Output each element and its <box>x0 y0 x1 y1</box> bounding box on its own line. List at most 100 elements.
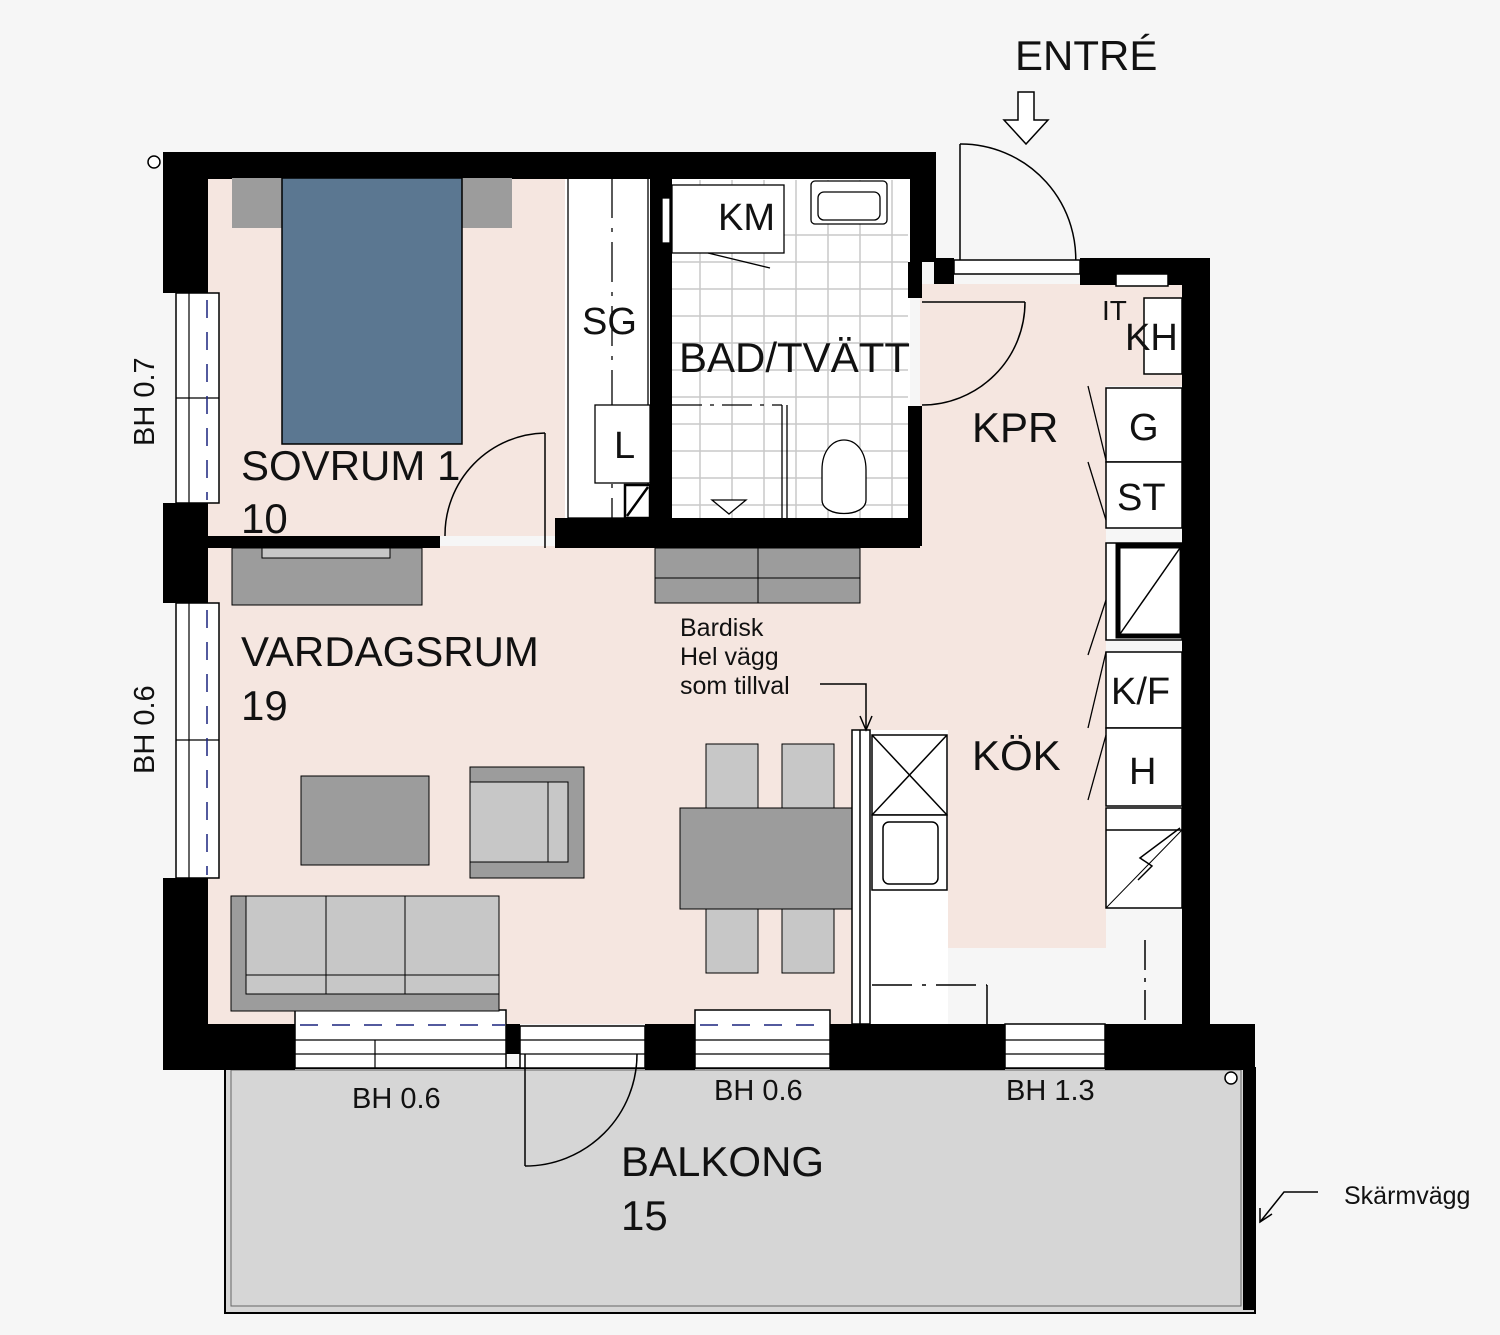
wall-bottom-2 <box>506 1024 520 1054</box>
g-label: G <box>1129 407 1159 449</box>
balcony-railing-inner <box>230 1069 1242 1307</box>
entrance-door-swing <box>959 143 1077 273</box>
corner-marker <box>1224 1071 1238 1085</box>
walls <box>163 152 1255 1070</box>
dining-chair-1 <box>705 743 759 810</box>
balcony-area: 15 <box>621 1192 668 1239</box>
screen-wall-label: Skärmvägg <box>1344 1182 1470 1210</box>
balcony-name: BALKONG <box>621 1138 824 1185</box>
window-mullions <box>176 293 1105 1068</box>
screen-wall-arrow <box>1259 1191 1318 1223</box>
km-label: KM <box>718 197 775 239</box>
wall-top <box>163 152 936 179</box>
kitchen-floor <box>850 284 1182 948</box>
kitchen-sink <box>871 814 948 891</box>
wall-bath-east <box>910 152 936 262</box>
bar-note-arrow <box>820 683 867 730</box>
wall-left-1 <box>163 152 208 293</box>
tv <box>261 547 391 559</box>
coffee-table <box>300 775 430 866</box>
bar-note-line3: som tillval <box>680 672 790 700</box>
entrance-arrow <box>1002 91 1050 146</box>
north-marker <box>147 155 161 169</box>
wall-left-2 <box>163 503 208 603</box>
it-label: IT <box>1102 295 1127 326</box>
kitchen-label: KÖK <box>972 732 1061 779</box>
wall-bath-east-lower <box>908 406 922 546</box>
nightstand-left <box>232 178 284 228</box>
door-balcony-frame <box>519 1025 646 1069</box>
dining-chair-3 <box>705 905 759 974</box>
kpr-label: KPR <box>972 404 1058 451</box>
living-furniture <box>230 547 861 1012</box>
linen-cabinet <box>594 404 651 484</box>
wall-bottom-4 <box>830 1024 1005 1070</box>
bedroom-door-swing <box>444 432 546 537</box>
window-south-mid <box>694 1009 831 1069</box>
dining-chair-4 <box>781 905 835 974</box>
bench-bath-2 <box>757 547 861 604</box>
bar-counter-wall <box>851 729 871 1025</box>
bar-note-line1: Bardisk <box>680 614 764 642</box>
bath-door-swing <box>921 301 1026 406</box>
living-name: VARDAGSRUM <box>241 628 539 675</box>
kh-label: KH <box>1125 317 1178 359</box>
bh-south-right: BH 1.3 <box>1006 1075 1095 1107</box>
entrance-threshold <box>953 259 1081 275</box>
balcony <box>224 1024 1256 1314</box>
doors <box>444 143 1081 1167</box>
wall-bath-west <box>650 152 672 547</box>
bench-bath-1 <box>654 547 759 604</box>
living-area: 19 <box>241 682 288 729</box>
wall-east <box>1182 258 1210 1058</box>
wall-bottom-5 <box>1105 1024 1255 1070</box>
wall-entry-stub <box>934 258 954 284</box>
cabinet-h <box>1105 727 1183 807</box>
bh-bedroom-window: BH 0.7 <box>129 357 161 446</box>
wall-bath-south <box>555 518 920 548</box>
cabinet-it <box>1115 273 1169 287</box>
nightstand-right <box>460 178 512 228</box>
h-label: H <box>1129 751 1156 793</box>
dishwasher <box>1105 807 1183 909</box>
armchair-arm <box>547 781 569 863</box>
window-south-right <box>1004 1023 1106 1069</box>
cabinet-st <box>1105 461 1183 529</box>
wardrobe <box>567 177 649 519</box>
wall-bed-south <box>205 536 440 548</box>
l-label: L <box>614 425 635 467</box>
bedroom-area: 10 <box>241 495 288 542</box>
entrance-label: ENTRÉ <box>1015 32 1157 79</box>
washer <box>671 184 785 254</box>
labels: ENTRÉ SOVRUM 1 10 VARDAGSRUM 19 BAD/TVÄT… <box>129 32 1470 1239</box>
kitchen-counter-lines <box>1087 385 1107 801</box>
floor-drain <box>710 499 748 515</box>
toilet <box>821 439 867 514</box>
bh-south-left: BH 0.6 <box>352 1083 441 1115</box>
st-label: ST <box>1117 477 1166 519</box>
bed <box>281 177 463 445</box>
sg-label: SG <box>582 301 637 343</box>
dining-chair-2 <box>781 743 835 810</box>
fixtures <box>567 177 888 520</box>
bedroom-name: SOVRUM 1 <box>241 442 460 489</box>
screen-wall <box>1243 1024 1255 1310</box>
dining-table <box>679 807 861 910</box>
kitchen-fixtures <box>851 273 1185 1025</box>
wall-bath-east-mid <box>908 262 922 298</box>
sofa-seat <box>245 895 500 995</box>
kf-label: K/F <box>1111 671 1170 713</box>
sink <box>810 180 888 225</box>
bar-note-line2: Hel vägg <box>680 643 779 671</box>
bedroom-furniture <box>232 177 512 445</box>
wall-bottom-3 <box>645 1024 695 1070</box>
bh-living-window: BH 0.6 <box>129 685 161 774</box>
bh-south-mid: BH 0.6 <box>714 1075 803 1107</box>
bath-tiles <box>672 180 908 518</box>
cabinet-g <box>1105 387 1183 463</box>
balcony-door-swing <box>524 1053 638 1167</box>
markers <box>147 91 1318 1224</box>
window-south-left <box>294 1009 507 1069</box>
window-sill-dashes <box>206 300 828 1026</box>
